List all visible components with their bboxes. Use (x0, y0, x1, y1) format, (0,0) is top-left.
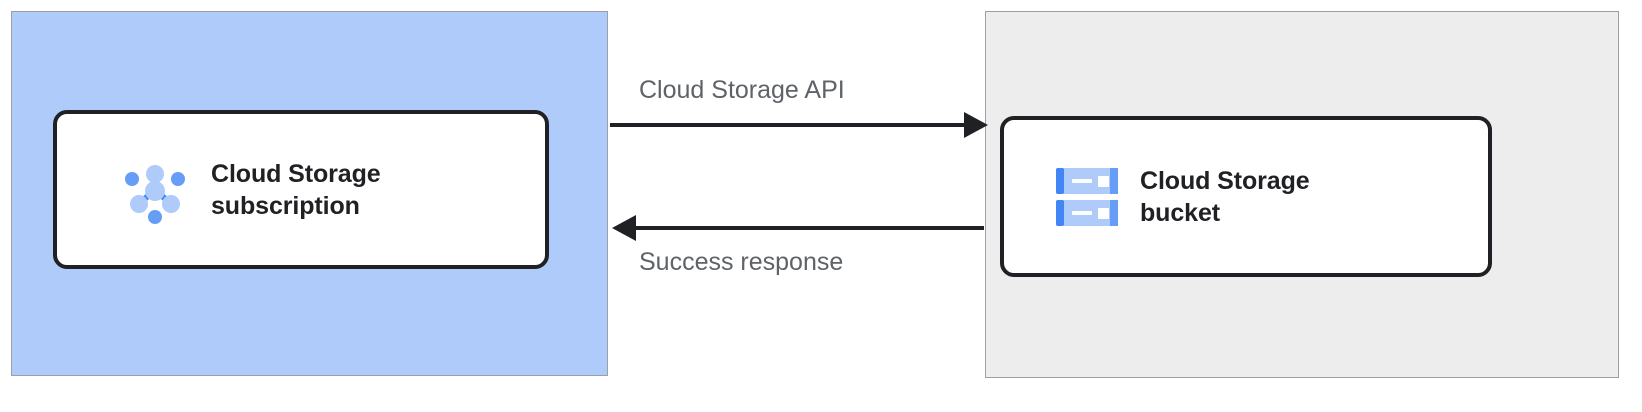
node-label-cloud-storage-subscription: Cloud Storage subscription (211, 159, 381, 220)
pubsub-subscription-icon (125, 164, 185, 224)
node-cloud-storage-subscription[interactable]: Cloud Storage subscription (53, 110, 549, 269)
node-label-cloud-storage-bucket: Cloud Storage bucket (1140, 166, 1310, 227)
edge-label-cloud-storage-api: Cloud Storage API (639, 76, 845, 104)
node-cloud-storage-bucket[interactable]: Cloud Storage bucket (1000, 116, 1492, 277)
edge-label-success-response: Success response (639, 248, 844, 276)
edge-response-arrow (612, 215, 984, 241)
cloud-storage-bucket-icon (1056, 167, 1118, 226)
edge-request-arrow (610, 112, 988, 138)
